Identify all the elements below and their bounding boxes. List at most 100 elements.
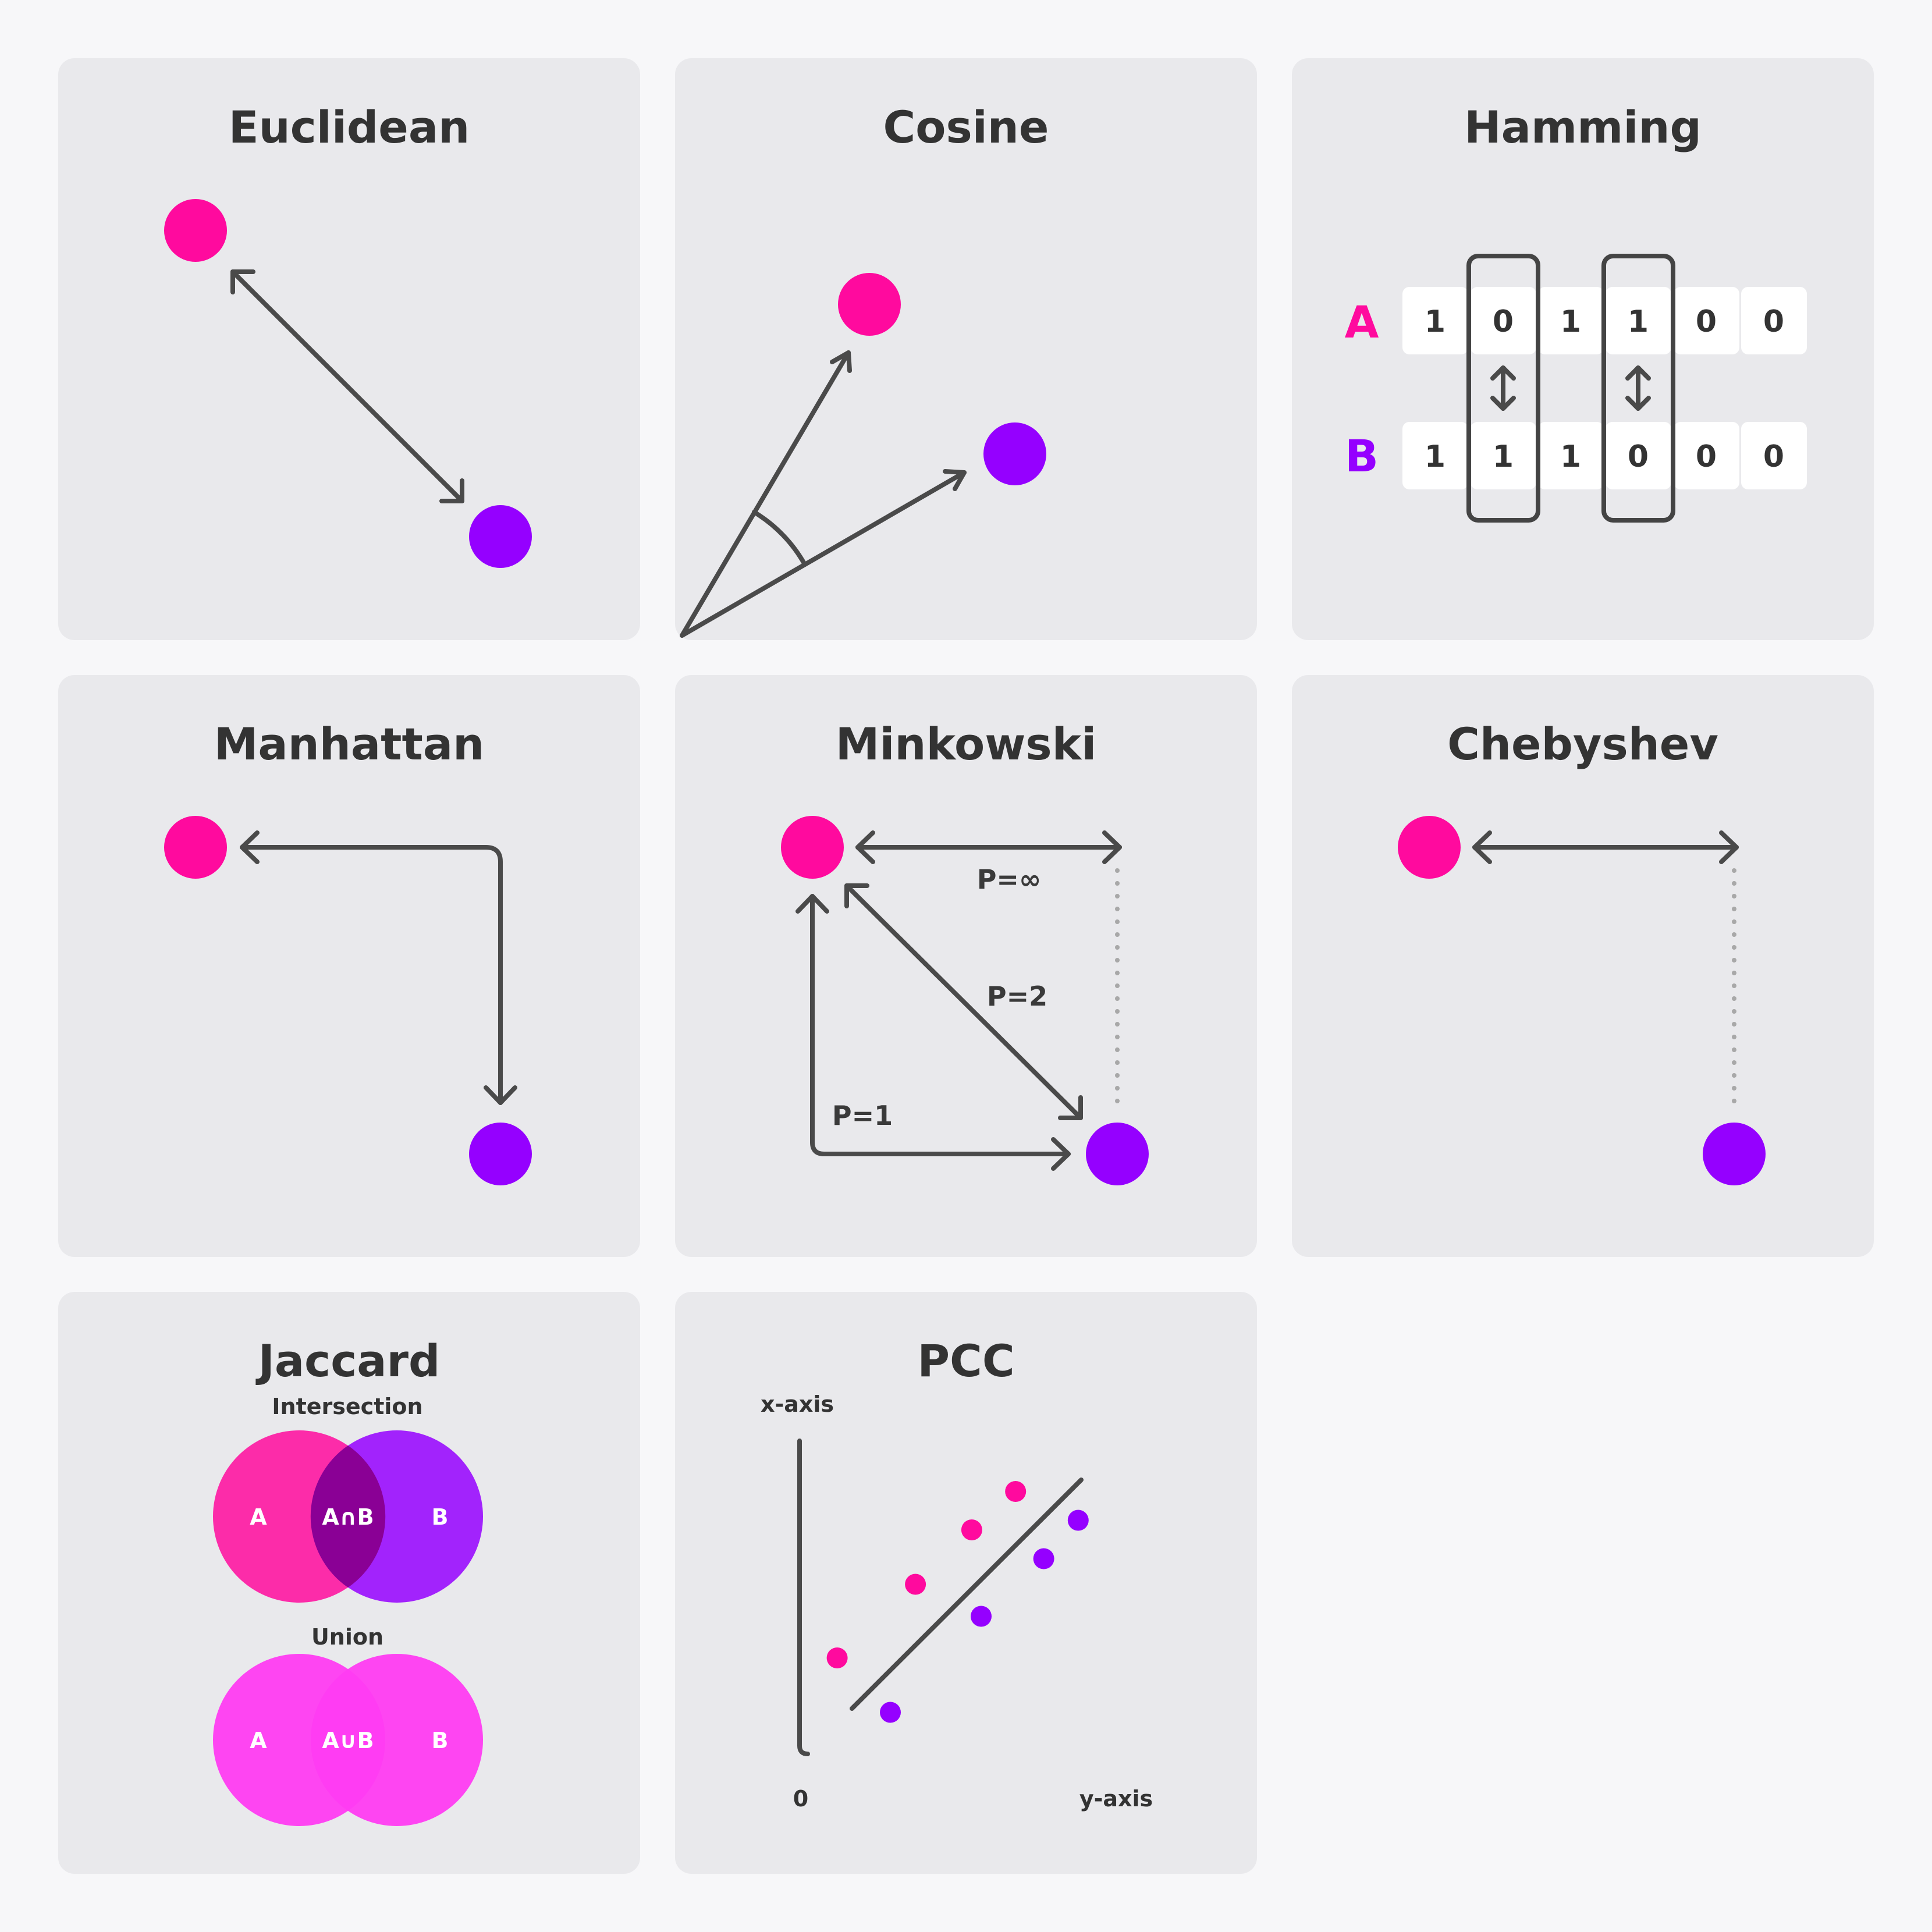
point-b (469, 505, 532, 568)
bit-cell (1741, 422, 1807, 489)
double-arrow-icon (1490, 365, 1516, 411)
bit-value: 0 (1493, 304, 1514, 339)
point-b (1703, 1123, 1766, 1185)
bit-value: 1 (1425, 439, 1446, 474)
x-axis-label: x-axis (761, 1391, 834, 1417)
card-title: Manhattan (214, 718, 484, 770)
bit-cell (1402, 287, 1468, 354)
card-pcc: PCC x-axis y-axis 0 (675, 1292, 1257, 1874)
bit-value: 0 (1763, 304, 1784, 339)
point-b (983, 422, 1046, 485)
bit-cell (1606, 422, 1671, 489)
p-one-line (810, 894, 1071, 1156)
arrowhead-icon (1102, 830, 1122, 864)
card-cosine: Cosine (675, 58, 1257, 640)
bit-cell (1674, 287, 1739, 354)
scatter-point-4 (1005, 1481, 1027, 1502)
set-b-label: B (432, 1728, 449, 1753)
card-pcc-bg (675, 1292, 1257, 1874)
bit-value: 1 (1628, 304, 1649, 339)
arrowhead-icon (230, 269, 255, 294)
intersection-symbol-label: A∩B (322, 1504, 374, 1530)
bit-cell (1741, 287, 1807, 354)
bit-value: 0 (1696, 304, 1717, 339)
union-symbol-label: A∪B (322, 1728, 374, 1753)
bit-value: 1 (1560, 304, 1581, 339)
card-minkowski: Minkowski P=∞ P=2 P=1 (675, 675, 1257, 1257)
bit-value: 0 (1763, 439, 1784, 474)
point-a (781, 816, 844, 879)
card-title: Euclidean (229, 101, 470, 153)
angle-arc (752, 510, 807, 567)
point-a (1398, 816, 1461, 879)
scatter-point-2 (905, 1574, 926, 1595)
card-cosine-bg (675, 58, 1257, 640)
union-label: Union (311, 1624, 383, 1650)
scatter-points (826, 1481, 1089, 1723)
scatter-point-8 (1067, 1510, 1089, 1531)
arrowhead-icon (943, 469, 967, 491)
card-title: Cosine (883, 101, 1049, 153)
card-euclidean: Euclidean (58, 58, 640, 640)
set-a-label: A (250, 1728, 267, 1753)
card-jaccard: Jaccard Intersection A A∩B B Union A A∪B… (58, 1292, 640, 1874)
arrowhead-icon (795, 894, 829, 914)
bit-cell (1402, 422, 1468, 489)
p-two-label: P=2 (987, 981, 1047, 1012)
row-a-label: A (1345, 296, 1379, 348)
bit-value: 1 (1425, 304, 1446, 339)
bit-value: 0 (1696, 439, 1717, 474)
arrowhead-icon (830, 350, 852, 373)
vector-b-line (680, 470, 967, 638)
arrowhead-icon (240, 830, 260, 864)
intersection-region (310, 1446, 386, 1587)
vector-a-line (680, 350, 851, 638)
euclidean-distance-line (230, 269, 464, 503)
difference-highlight-box (1601, 254, 1675, 523)
arrowhead-icon (1719, 830, 1739, 864)
bit-cell (1471, 287, 1536, 354)
double-arrow-icon (1625, 365, 1651, 411)
scatter-point-1 (826, 1647, 848, 1668)
bit-value: 0 (1628, 439, 1649, 474)
bit-value: 1 (1560, 439, 1581, 474)
intersection-label: Intersection (272, 1394, 422, 1419)
bit-cell (1674, 422, 1739, 489)
union-set-b-circle (311, 1654, 483, 1826)
p-one-label: P=1 (832, 1100, 893, 1131)
bit-cell (1538, 287, 1604, 354)
difference-highlight-box (1466, 254, 1540, 523)
trend-line (850, 1478, 1084, 1711)
set-a-label: A (250, 1504, 267, 1530)
arrowhead-icon (1051, 1137, 1071, 1171)
point-a (838, 273, 901, 336)
scatter-point-7 (1033, 1548, 1054, 1569)
card-title: Chebyshev (1447, 718, 1718, 770)
scatter-point-5 (880, 1702, 901, 1723)
p-infinity-label: P=∞ (977, 864, 1042, 895)
arrowhead-icon (1472, 830, 1492, 864)
scatter-point-3 (961, 1519, 982, 1540)
card-title: Minkowski (836, 718, 1097, 770)
scatter-point-6 (971, 1606, 992, 1627)
card-title: PCC (917, 1335, 1014, 1387)
point-a (164, 816, 227, 879)
y-axis-label: y-axis (1079, 1786, 1153, 1812)
arrowhead-icon (484, 1085, 517, 1105)
arrowhead-icon (439, 478, 464, 503)
card-manhattan: Manhattan (58, 675, 640, 1257)
point-b (469, 1123, 532, 1185)
card-title: Hamming (1464, 101, 1702, 153)
set-b-label: B (432, 1504, 449, 1530)
card-title: Jaccard (255, 1335, 441, 1387)
row-a-bits: 1 0 1 1 0 0 (1402, 287, 1807, 354)
point-a (164, 199, 227, 262)
arrowhead-icon (855, 830, 875, 864)
origin-label: 0 (793, 1786, 808, 1812)
point-b (1086, 1123, 1149, 1185)
bit-cell (1606, 287, 1671, 354)
bit-cell (1538, 422, 1604, 489)
card-hamming: Hamming A B 1 0 1 1 0 0 1 1 (1292, 58, 1874, 640)
card-chebyshev: Chebyshev (1292, 675, 1874, 1257)
